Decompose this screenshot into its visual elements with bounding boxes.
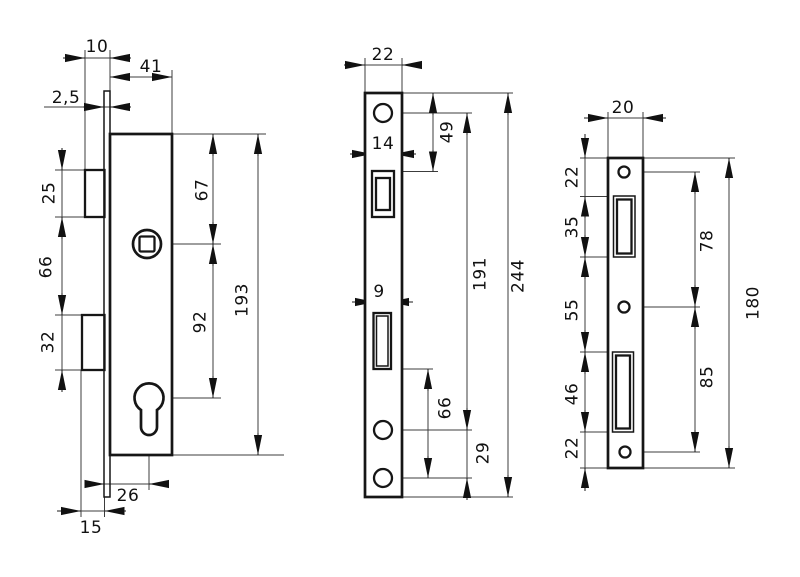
dim-label-strike-cutout-spacing: 55: [562, 299, 582, 322]
dim-label-strike-middle-to-bottom-hole: 85: [697, 366, 717, 389]
dim-label-faceplate-width: 22: [372, 45, 395, 65]
spindle-square: [138, 235, 156, 253]
dim-label-strike-latch-cutout-height: 35: [562, 216, 582, 239]
dim-label-top-to-spindle: 67: [192, 179, 212, 202]
dim-label-spindle-to-cylinder: 92: [190, 311, 210, 334]
strike-latch-cutout: [612, 195, 636, 258]
latch-bolt: [83, 168, 106, 219]
dim-label-strike-total-height: 180: [743, 286, 763, 320]
dim-label-cylinder-backset: 26: [117, 486, 140, 506]
dim-label-strike-width: 20: [612, 98, 635, 118]
strike-deadbolt-cutout-inner: [614, 354, 632, 430]
dim-label-latch-to-deadbolt: 66: [36, 256, 56, 279]
strike-top-screw-hole: [617, 165, 631, 179]
euro-cylinder-hole: [133, 382, 165, 437]
dim-label-faceplate-total-height: 244: [508, 259, 528, 293]
deadbolt-cutout-inner: [375, 315, 389, 367]
faceplate-top-screw-hole: [372, 102, 394, 124]
faceplate-view: 22 14 49 9 191 244 66 29: [344, 45, 528, 500]
dim-label-deadbolt-to-lower-hole: 66: [435, 397, 455, 420]
dim-label-latch-height: 25: [39, 182, 59, 205]
dim-label-deadbolt-cutout-width: 9: [373, 282, 384, 302]
strike-bottom-screw-hole: [618, 445, 632, 459]
strike-middle-screw-hole: [617, 300, 631, 314]
dim-label-strike-bottom-margin: 22: [562, 437, 582, 460]
faceplate-lower-screw-hole: [372, 419, 394, 441]
dim-label-bolt-protrusion: 15: [80, 518, 103, 538]
dim-label-faceplate-offset: 10: [86, 37, 109, 57]
dim-label-faceplate-thickness: 2,5: [52, 88, 81, 108]
dim-label-strike-deadbolt-cutout-height: 46: [562, 383, 582, 406]
faceplate-bottom-screw-hole: [372, 467, 394, 489]
dim-label-strike-top-to-middle-hole: 78: [697, 230, 717, 253]
dim-label-top-to-lower-hole: 191: [470, 257, 490, 291]
strike-plate-view: 20 22 35 55 46 22 78 85 180: [562, 98, 763, 491]
dim-label-deadbolt-height: 32: [38, 331, 58, 354]
lock-case-view: 10 41 2,5 25 66 32 67 92 193 26 15: [36, 37, 284, 538]
dim-label-strike-top-margin: 22: [562, 166, 582, 189]
dim-label-case-height: 193: [232, 283, 252, 317]
dim-label-latch-cutout-width: 14: [372, 134, 395, 154]
faceplate-edge: [103, 90, 111, 498]
latch-cutout-inner: [374, 176, 392, 212]
deadbolt: [80, 313, 106, 372]
strike-latch-cutout-inner: [615, 198, 633, 255]
dim-label-top-to-latch-cutout: 49: [437, 121, 457, 144]
dim-label-case-depth: 41: [140, 57, 163, 77]
dim-label-hole-spacing: 29: [473, 442, 493, 465]
strike-deadbolt-cutout: [611, 351, 635, 433]
deadbolt-cutout: [372, 311, 393, 371]
